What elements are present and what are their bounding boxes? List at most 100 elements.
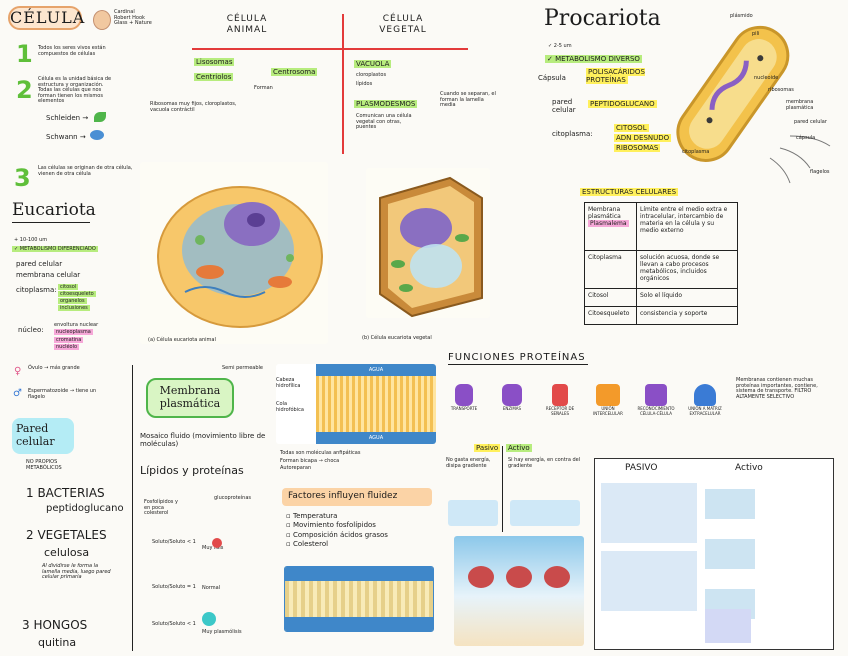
bact-label-capsula: cápsula	[796, 135, 816, 141]
bact-label-citoplasma: citoplasma	[682, 149, 710, 155]
pasivo2-label: PASIVO	[625, 463, 658, 473]
ovulo-text: Óvulo → más grande	[28, 365, 80, 371]
forman-label: Forman	[254, 85, 273, 91]
eq3-result: Muy plasmólisis	[202, 629, 242, 635]
semi-permeable: Semi permeable	[222, 365, 263, 371]
pared-celular-title: Pared celular	[16, 422, 55, 449]
bact-label-pili: pili	[752, 31, 760, 37]
protein-shape-icon	[645, 384, 667, 406]
cell-icon	[468, 566, 494, 588]
nucleo-list: envoltura nuclear nucleoplasma cromatina…	[54, 322, 99, 350]
red-divider-h	[192, 48, 468, 50]
protein-receptor: RECEPTOR DE SEÑALES	[538, 376, 582, 416]
protein-shape-icon	[455, 384, 473, 406]
membrana-title: Membrana plasmática	[159, 384, 221, 411]
fluidity-image	[284, 566, 434, 632]
pasivo-images	[601, 483, 697, 543]
point-2-number: 2	[16, 76, 33, 104]
activo-diagram	[510, 500, 580, 526]
euk-citoplasma: citoplasma:	[16, 286, 57, 294]
list3-sub: quitina	[38, 636, 77, 649]
funciones-note: Membranas contienen muchas proteínas imp…	[736, 377, 818, 400]
centrosoma-label: Centrosoma	[271, 68, 318, 76]
list2-sub: celulosa	[44, 546, 90, 559]
point-2-text: Célula es la unidad básica de estructura…	[38, 76, 112, 104]
list2-note: Al dividirse le forma la lamella media, …	[42, 563, 111, 580]
no-propios: NO PROPIOS METABÓLICOS	[26, 459, 62, 471]
celula-title-box: CÉLULA	[8, 6, 86, 30]
protein-shape-icon	[552, 384, 568, 406]
animal-cell-icon	[90, 130, 104, 140]
list1-head: 1 BACTERIAS	[26, 486, 105, 500]
fosfolipidos-text: Fosfolípidos y en poca colesterol	[144, 499, 178, 516]
activo-image-2	[705, 539, 755, 569]
table-row: Citosol Solo el líquido	[584, 288, 738, 307]
pared-celular-box: Pared celular	[12, 418, 74, 454]
plasmodesmos-label: PLASMODESMOS	[354, 100, 418, 108]
transport-panel: PASIVO Activo	[594, 458, 834, 650]
lipidos-label: lípidos	[356, 81, 373, 87]
cito-label: citoplasma:	[552, 130, 593, 138]
funciones-title: FUNCIONES PROTEÍNAS	[448, 352, 586, 363]
list3-head: 3 HONGOS	[22, 618, 88, 632]
vegetal-caption: (b) Célula eucariota vegetal	[362, 335, 432, 341]
bilayer-strip	[316, 376, 436, 432]
plant-leaf-icon	[94, 112, 106, 122]
eq2: Soluto/Soluto = 1	[152, 584, 196, 590]
bilayer-notes: Todas son moléculas anfipáticas Forman b…	[280, 450, 361, 471]
bact-label-plasmido: plásmido	[730, 13, 753, 19]
bacteria-image	[660, 8, 842, 192]
animal-caption: (a) Célula eucariota animal	[148, 337, 216, 343]
vacuola-label: VACUOLA	[354, 60, 392, 68]
osmosis-image	[454, 536, 584, 646]
point-1-text: Todos los seres vivos están compuestos d…	[38, 45, 106, 57]
bact-label-flagelos: flagelos	[810, 169, 830, 175]
red-divider-v	[342, 14, 344, 154]
fluidity-water-bottom	[285, 617, 433, 631]
avatar-caption: Cardinal Robert Hook Glass + Nature	[114, 9, 152, 26]
point-3-number: 3	[14, 164, 31, 192]
cell-icon	[506, 566, 532, 588]
animal-cell-image	[140, 162, 328, 344]
bact-label-nucleoide: nucleoide	[754, 75, 779, 81]
protein-matriz: UNIÓN A MATRIZ EXTRACELULAR	[682, 376, 728, 416]
eq1-result: Muy lisis	[202, 545, 224, 551]
lysis-cell-icon	[212, 538, 222, 548]
factores-title: Factores influyen fluidez	[288, 491, 398, 501]
schwann-label: Schwann →	[46, 133, 86, 141]
glucoproteinas-text: glucoproteínas	[214, 495, 251, 501]
membrana-title-box: Membrana plasmática	[146, 378, 234, 418]
list2-head: 2 VEGETALES	[26, 528, 107, 542]
protein-transporte: TRANSPORTE	[444, 376, 484, 411]
cuando-text: Cuando se separan, el forman la lamella …	[440, 91, 496, 108]
cloroplastos-label: cloroplastos	[356, 72, 387, 78]
eq2-result: Normal	[202, 585, 221, 591]
plasmolysis-cell-icon	[202, 612, 216, 626]
euk-size: + 10-100 um	[14, 237, 48, 243]
estructuras-title: ESTRUCTURAS CELULARES	[580, 188, 679, 196]
centriolos-label: Centriolos	[194, 73, 234, 81]
divider-left	[132, 365, 133, 651]
bilayer-image: AGUA AGUA Cabeza hidrofílica Cola hidrof…	[276, 364, 436, 444]
agua-bottom: AGUA	[316, 432, 436, 444]
prok-size: ✓ 2-5 um	[548, 43, 572, 49]
ribosomas-note: Ribosomas muy fijos, cloroplastos, vacuo…	[150, 101, 237, 113]
table-row: Citoplasma solución acuosa, donde se lle…	[584, 250, 738, 289]
list1-sub: peptidoglucano	[46, 503, 124, 514]
euk-pared: pared celular	[16, 260, 63, 268]
celula-title: CÉLULA	[10, 8, 86, 27]
activo-image-1	[705, 489, 755, 519]
fluidity-water-top	[285, 567, 433, 581]
activo-note: Si hay energía, en contra del gradiente	[508, 457, 581, 469]
pasivo-activo-divider	[502, 446, 503, 532]
cito-values: CITOSOL ADN DESNUDO RIBOSOMAS	[614, 124, 672, 152]
agua-top: AGUA	[316, 364, 436, 376]
bact-label-pared: pared celular	[794, 119, 827, 125]
lisosomas-label: Lisosomas	[194, 58, 235, 66]
pared-value: PEPTIDOGLUCANO	[588, 100, 657, 108]
cola-label: Cola hidrofóbica	[276, 401, 304, 413]
espermatozoide-text: Espermatozoide → tiene un flagelo	[28, 388, 97, 400]
schleiden-label: Schleiden →	[46, 114, 89, 122]
eucariota-title: Eucariota	[12, 200, 96, 220]
eq3: Soluto/Soluto < 1	[152, 621, 196, 627]
